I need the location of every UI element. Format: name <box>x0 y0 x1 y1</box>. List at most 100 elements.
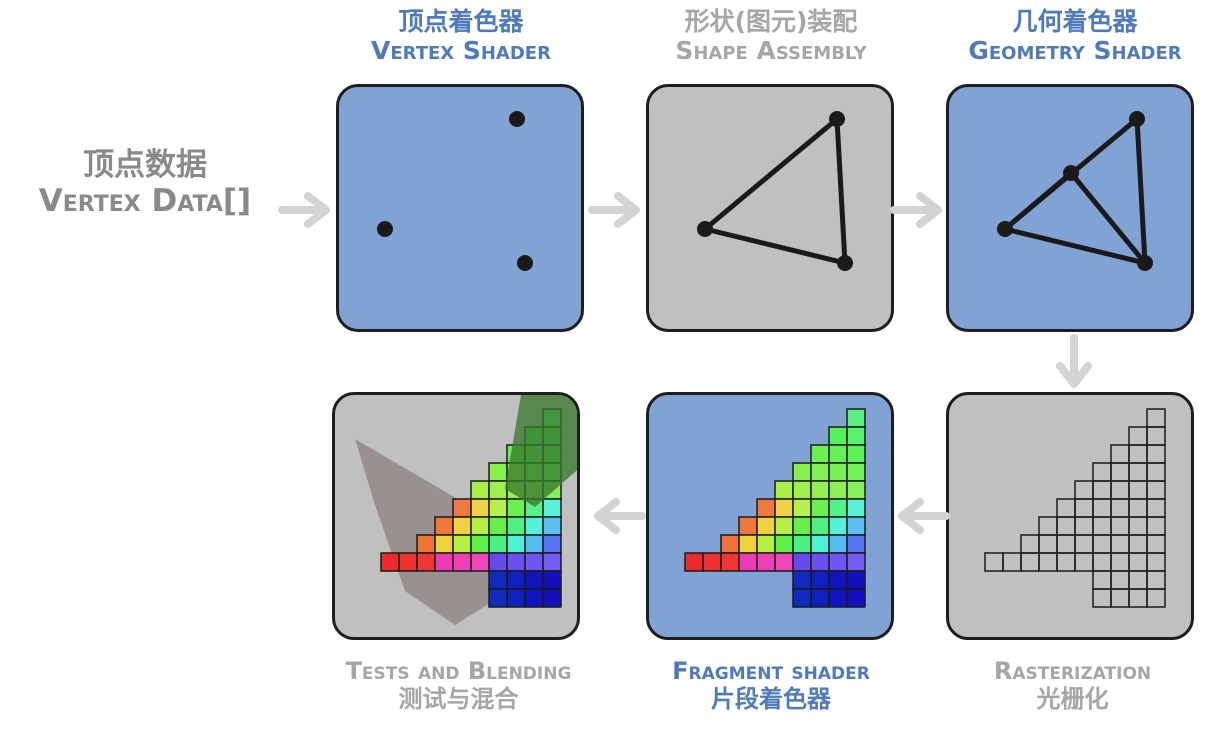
fragment-cell <box>542 534 562 554</box>
fragment-cell <box>488 588 508 608</box>
raster-cell <box>1146 426 1166 446</box>
raster-cell <box>1056 498 1076 518</box>
shape-assembly-title-en: Shape Assembly <box>675 35 867 65</box>
fragment-cell <box>846 516 866 536</box>
fragment-cell <box>846 426 866 446</box>
fragment-cell <box>810 462 830 482</box>
fragment-cell <box>470 480 490 500</box>
vertex-point <box>1063 165 1079 181</box>
raster-cell <box>1092 480 1112 500</box>
vertex-shader-label: 顶点着色器 Vertex Shader <box>336 7 586 66</box>
rasterization-title-en: Rasterization <box>993 657 1152 685</box>
fragment-cell <box>488 480 508 500</box>
fragment-cell <box>434 534 454 554</box>
raster-cell <box>1074 498 1094 518</box>
assembled-triangle <box>702 116 848 266</box>
fragment-cell <box>506 552 526 572</box>
fragment-cell <box>846 444 866 464</box>
fragment-cell <box>810 534 830 554</box>
outer-triangle <box>1002 116 1148 266</box>
fragment-shader-title-en: Fragment shader <box>672 657 870 685</box>
fragment-cell <box>542 570 562 590</box>
fragment-cell <box>774 534 794 554</box>
raster-cell <box>1092 516 1112 536</box>
rasterization-label: Rasterization 光栅化 <box>945 657 1200 713</box>
fragment-cell <box>828 498 848 518</box>
fragment-cell <box>524 588 544 608</box>
fragment-cell <box>524 516 544 536</box>
vertex-shader-panel <box>336 84 584 332</box>
fragment-shader-title-zh: 片段着色器 <box>711 684 831 713</box>
fragment-cell <box>828 588 848 608</box>
raster-cell <box>1128 588 1148 608</box>
raster-cell <box>1146 498 1166 518</box>
raster-cell <box>1092 552 1112 572</box>
geometry-shader-label: 几何着色器 Geometry Shader <box>940 7 1210 66</box>
raster-cell <box>1146 552 1166 572</box>
fragment-shader-figure <box>684 408 866 608</box>
fragment-cell <box>416 552 436 572</box>
raster-cell <box>984 552 1004 572</box>
shape-assembly-figure <box>697 111 853 271</box>
raster-cell <box>1074 480 1094 500</box>
fragment-cell <box>452 552 472 572</box>
fragment-cell <box>828 444 848 464</box>
fragment-cell <box>810 588 830 608</box>
raster-cell <box>1074 534 1094 554</box>
fragment-cell <box>488 516 508 536</box>
raster-cell <box>1128 444 1148 464</box>
fragment-cell <box>702 552 722 572</box>
geometry-shader-figure <box>997 111 1153 271</box>
fragment-cell <box>506 588 526 608</box>
fragment-cell <box>792 570 812 590</box>
fragment-cell <box>810 552 830 572</box>
fragment-cell <box>756 552 776 572</box>
raster-cell <box>1110 462 1130 482</box>
fragment-cell <box>488 462 508 482</box>
vertex-shader-title-zh: 顶点着色器 <box>398 7 524 36</box>
raster-cell <box>1110 552 1130 572</box>
fragment-cell <box>434 552 454 572</box>
geometry-shader-title-en: Geometry Shader <box>968 35 1182 65</box>
fragment-cell <box>470 498 490 518</box>
arrow-right-icon <box>278 192 330 228</box>
tests-blending-panel <box>332 392 580 640</box>
geometry-shader-panel <box>946 84 1194 332</box>
fragment-cell <box>452 498 472 518</box>
fragment-cell <box>524 570 544 590</box>
fragment-cell <box>774 480 794 500</box>
vertex-shader-title-en: Vertex Shader <box>371 35 551 65</box>
raster-cell <box>1110 534 1130 554</box>
fragment-cell <box>738 534 758 554</box>
raster-cell <box>1146 570 1166 590</box>
raster-cell <box>1128 462 1148 482</box>
shape-assembly-title-zh: 形状(图元)装配 <box>684 7 858 36</box>
raster-cell <box>1146 480 1166 500</box>
raster-cell <box>1074 516 1094 536</box>
vertex-point <box>837 255 853 271</box>
fragment-cell <box>792 552 812 572</box>
shape-assembly-panel <box>646 84 894 332</box>
fragment-cell <box>738 552 758 572</box>
raster-cell <box>1074 552 1094 572</box>
raster-cell <box>1146 516 1166 536</box>
fragment-cell <box>774 498 794 518</box>
fragment-cell <box>542 588 562 608</box>
fragment-cell <box>846 480 866 500</box>
raster-cell <box>1038 534 1058 554</box>
fragment-cell <box>828 480 848 500</box>
fragment-cell <box>470 516 490 536</box>
fragment-cell <box>810 444 830 464</box>
vertex-point <box>997 221 1013 237</box>
raster-cell <box>1146 588 1166 608</box>
fragment-cell <box>434 516 454 536</box>
fragment-cell <box>774 552 794 572</box>
fragment-cell <box>738 516 758 536</box>
fragment-cell <box>828 516 848 536</box>
tests-blending-title-en: Tests and Blending <box>345 657 572 685</box>
fragment-cell <box>846 498 866 518</box>
fragment-shader-label: Fragment shader 片段着色器 <box>636 657 906 713</box>
vertex-point <box>509 111 525 127</box>
raster-cell <box>1128 498 1148 518</box>
rasterization-title-zh: 光栅化 <box>1036 684 1109 713</box>
